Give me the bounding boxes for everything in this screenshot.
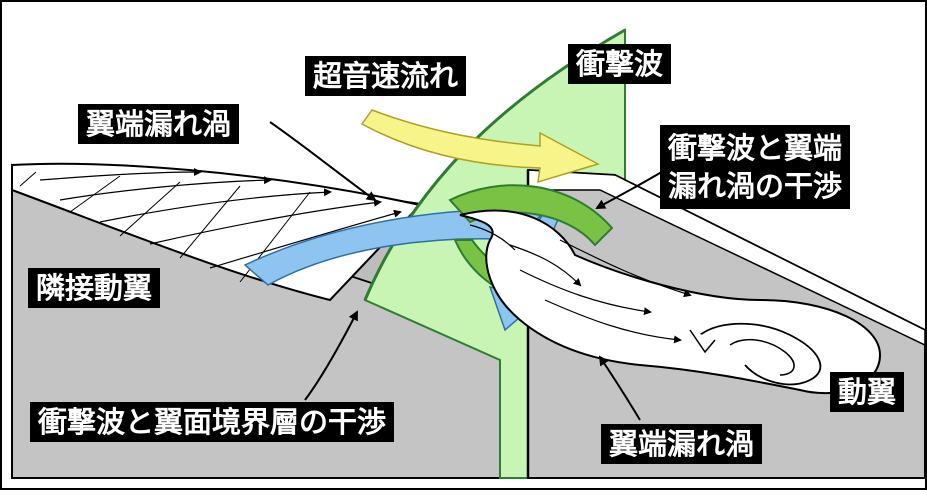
tip-leakage-vortex-label-bottom: 翼端漏れ渦 [601, 424, 763, 464]
rotor-blade-label: 動翼 [830, 372, 905, 412]
shock-vortex-interaction-label: 衝撃波と翼端 漏れ渦の干渉 [660, 125, 851, 209]
tip-leakage-vortex-label-top: 翼端漏れ渦 [78, 104, 240, 144]
supersonic-flow-arrow-icon [360, 109, 600, 184]
shock-wave-label: 衝撃波 [568, 44, 672, 84]
supersonic-flow-label: 超音速流れ [305, 56, 467, 96]
leader-lines [269, 121, 666, 421]
shock-boundary-layer-interaction-label: 衝撃波と翼面境界層の干渉 [30, 402, 395, 442]
tip-leakage-vortex-shape [459, 209, 882, 395]
adjacent-blade-label: 隣接動翼 [28, 268, 161, 308]
